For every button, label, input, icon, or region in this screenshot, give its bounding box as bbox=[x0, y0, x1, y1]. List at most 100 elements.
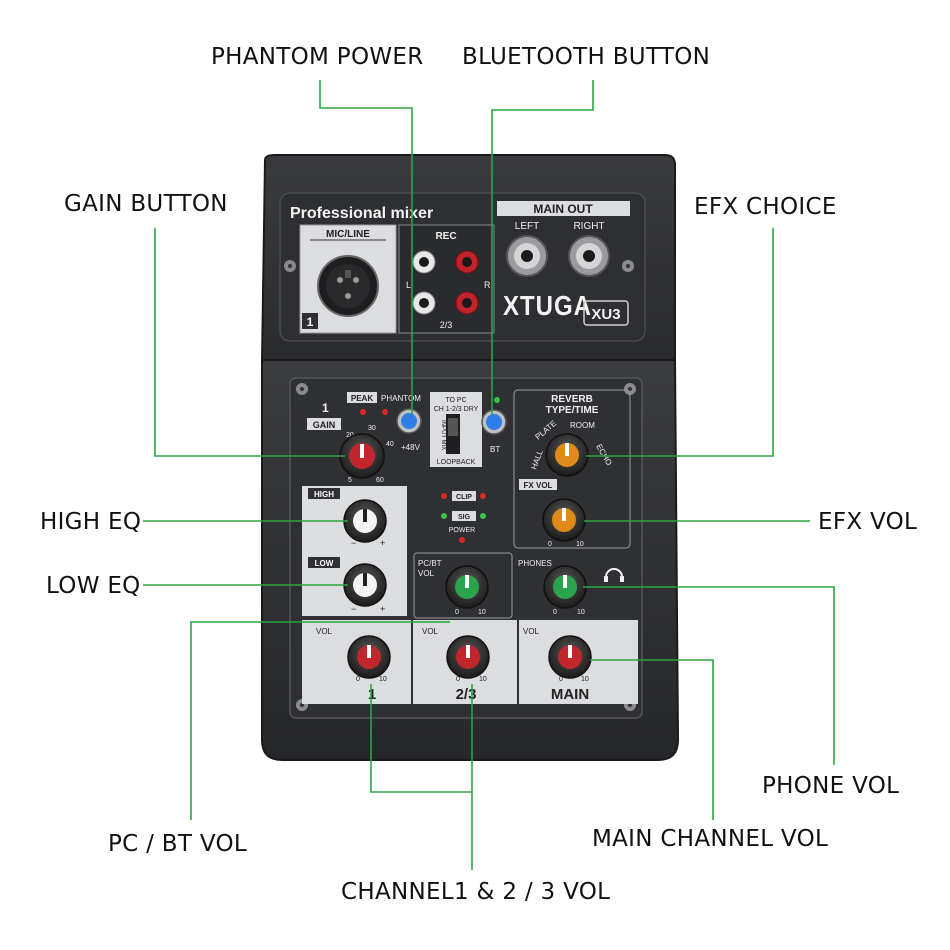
reverb-label: REVERB bbox=[551, 394, 593, 405]
rec-l-label: L bbox=[406, 280, 411, 290]
svg-text:0: 0 bbox=[548, 541, 552, 548]
left-label: LEFT bbox=[515, 221, 539, 232]
svg-text:+: + bbox=[380, 538, 385, 548]
leader-lines bbox=[143, 80, 835, 870]
bt-label: BT bbox=[490, 445, 500, 454]
gain-label: GAIN bbox=[313, 420, 336, 430]
main-out-label: MAIN OUT bbox=[533, 202, 593, 216]
combo-xlr-jack bbox=[317, 255, 379, 317]
rec-23-label: 2/3 bbox=[440, 320, 453, 330]
brand-logo: XTUGA bbox=[503, 292, 592, 322]
mic-line-label: MIC/LINE bbox=[326, 229, 370, 240]
room-label: ROOM bbox=[570, 421, 595, 430]
svg-text:60: 60 bbox=[376, 477, 384, 484]
callout-main-channel-vol: MAIN CHANNEL VOL bbox=[592, 826, 829, 852]
svg-text:10: 10 bbox=[479, 676, 487, 683]
peak-label: PEAK bbox=[351, 394, 373, 403]
to-pc-label: TO PC bbox=[445, 397, 466, 404]
phantom-power-button[interactable] bbox=[396, 408, 422, 434]
clip-label: CLIP bbox=[456, 494, 472, 501]
input-1-label: 1 bbox=[307, 315, 314, 329]
input-mix-label: INPUT MIX bbox=[440, 420, 446, 450]
svg-text:5: 5 bbox=[348, 477, 352, 484]
main-out-right-jack bbox=[568, 235, 610, 277]
low-label: LOW bbox=[315, 559, 334, 568]
svg-text:30: 30 bbox=[368, 425, 376, 432]
reverb-type-knob[interactable] bbox=[545, 433, 589, 477]
input-mix-switch[interactable]: TO PC CH 1-2/3 DRY INPUT MIX LOOPBACK bbox=[430, 392, 482, 467]
svg-text:VOL: VOL bbox=[422, 627, 439, 636]
rear-panel: Professional mixer MAIN OUT LEFT RIGHT M… bbox=[284, 201, 634, 334]
phones-label: PHONES bbox=[518, 559, 552, 568]
callout-efx-choice: EFX CHOICE bbox=[694, 194, 837, 220]
callout-efx-vol: EFX VOL bbox=[818, 509, 918, 535]
fx-vol-knob[interactable] bbox=[542, 498, 586, 542]
svg-text:10: 10 bbox=[576, 541, 584, 548]
callout-channel-vol: CHANNEL1 & 2 / 3 VOL bbox=[341, 879, 611, 905]
rec-rca-jacks bbox=[412, 250, 479, 315]
leader-pc-bt-vol bbox=[190, 621, 450, 820]
power-label: POWER bbox=[449, 527, 475, 534]
callout-pc-bt-vol: PC / BT VOL bbox=[108, 831, 247, 857]
channel-23-label: 2/3 bbox=[456, 686, 477, 703]
leader-channel-vol-1 bbox=[370, 684, 472, 793]
sig-label: SIG bbox=[458, 514, 471, 521]
callout-high-eq: HIGH EQ bbox=[40, 509, 142, 535]
fx-vol-label: FX VOL bbox=[524, 481, 553, 490]
phones-section: PHONES 0 10 bbox=[518, 559, 624, 616]
phones-vol-knob[interactable] bbox=[543, 565, 587, 609]
device-title: Professional mixer bbox=[290, 205, 433, 222]
svg-text:10: 10 bbox=[577, 609, 585, 616]
pc-bt-vol-knob[interactable] bbox=[445, 565, 489, 609]
callout-phone-vol: PHONE VOL bbox=[762, 773, 900, 799]
ch-dry-label: CH 1-2/3 DRY bbox=[434, 406, 479, 413]
svg-text:10: 10 bbox=[581, 676, 589, 683]
leader-bluetooth-button bbox=[491, 80, 594, 414]
loopback-label: LOOPBACK bbox=[437, 459, 476, 466]
main-out-left-jack bbox=[506, 235, 548, 277]
high-eq-knob[interactable] bbox=[343, 499, 387, 543]
bluetooth-button[interactable]: BT bbox=[481, 397, 507, 454]
main-vol-knob[interactable] bbox=[548, 635, 592, 679]
plus-48v-label: +48V bbox=[401, 443, 421, 452]
channel-1-label: 1 bbox=[368, 686, 376, 703]
type-time-label: TYPE/TIME bbox=[546, 405, 599, 416]
svg-text:0: 0 bbox=[456, 676, 460, 683]
svg-text:+: + bbox=[380, 604, 385, 614]
svg-text:VOL: VOL bbox=[316, 627, 333, 636]
svg-text:40: 40 bbox=[386, 441, 394, 448]
pc-bt-label: PC/BT bbox=[418, 559, 442, 568]
svg-text:10: 10 bbox=[478, 609, 486, 616]
high-label: HIGH bbox=[314, 490, 334, 499]
callout-bluetooth-button: BLUETOOTH BUTTON bbox=[462, 44, 711, 70]
callout-gain-button: GAIN BUTTON bbox=[64, 191, 228, 217]
pc-bt-section: PC/BT VOL 0 10 bbox=[413, 552, 513, 619]
leader-efx-choice bbox=[586, 228, 774, 457]
pc-bt-vol-label: VOL bbox=[418, 569, 435, 578]
right-label: RIGHT bbox=[573, 221, 604, 232]
channel-1-vol-knob[interactable] bbox=[347, 635, 391, 679]
channel-number: 1 bbox=[322, 401, 329, 415]
svg-text:−: − bbox=[351, 604, 356, 614]
low-eq-knob[interactable] bbox=[343, 563, 387, 607]
leader-phantom-power bbox=[319, 80, 413, 414]
leader-gain-button bbox=[154, 228, 345, 457]
rec-r-label: R bbox=[484, 280, 491, 290]
status-leds: CLIP SIG POWER bbox=[441, 491, 486, 543]
svg-text:0: 0 bbox=[553, 609, 557, 616]
gain-knob[interactable] bbox=[339, 433, 385, 479]
svg-text:0: 0 bbox=[455, 609, 459, 616]
svg-text:VOL: VOL bbox=[523, 627, 540, 636]
svg-text:0: 0 bbox=[356, 676, 360, 683]
leader-main-channel-vol bbox=[590, 659, 714, 820]
callout-low-eq: LOW EQ bbox=[46, 573, 141, 599]
headphones-icon bbox=[605, 568, 623, 578]
svg-text:−: − bbox=[351, 538, 356, 548]
svg-text:10: 10 bbox=[379, 676, 387, 683]
phantom-label: PHANTOM bbox=[381, 394, 421, 403]
channel-23-vol-knob[interactable] bbox=[446, 635, 490, 679]
svg-text:0: 0 bbox=[559, 676, 563, 683]
channel-1-section: PEAK PHANTOM 1 GAIN +48V 10 20 30 40 5 6… bbox=[307, 392, 421, 484]
